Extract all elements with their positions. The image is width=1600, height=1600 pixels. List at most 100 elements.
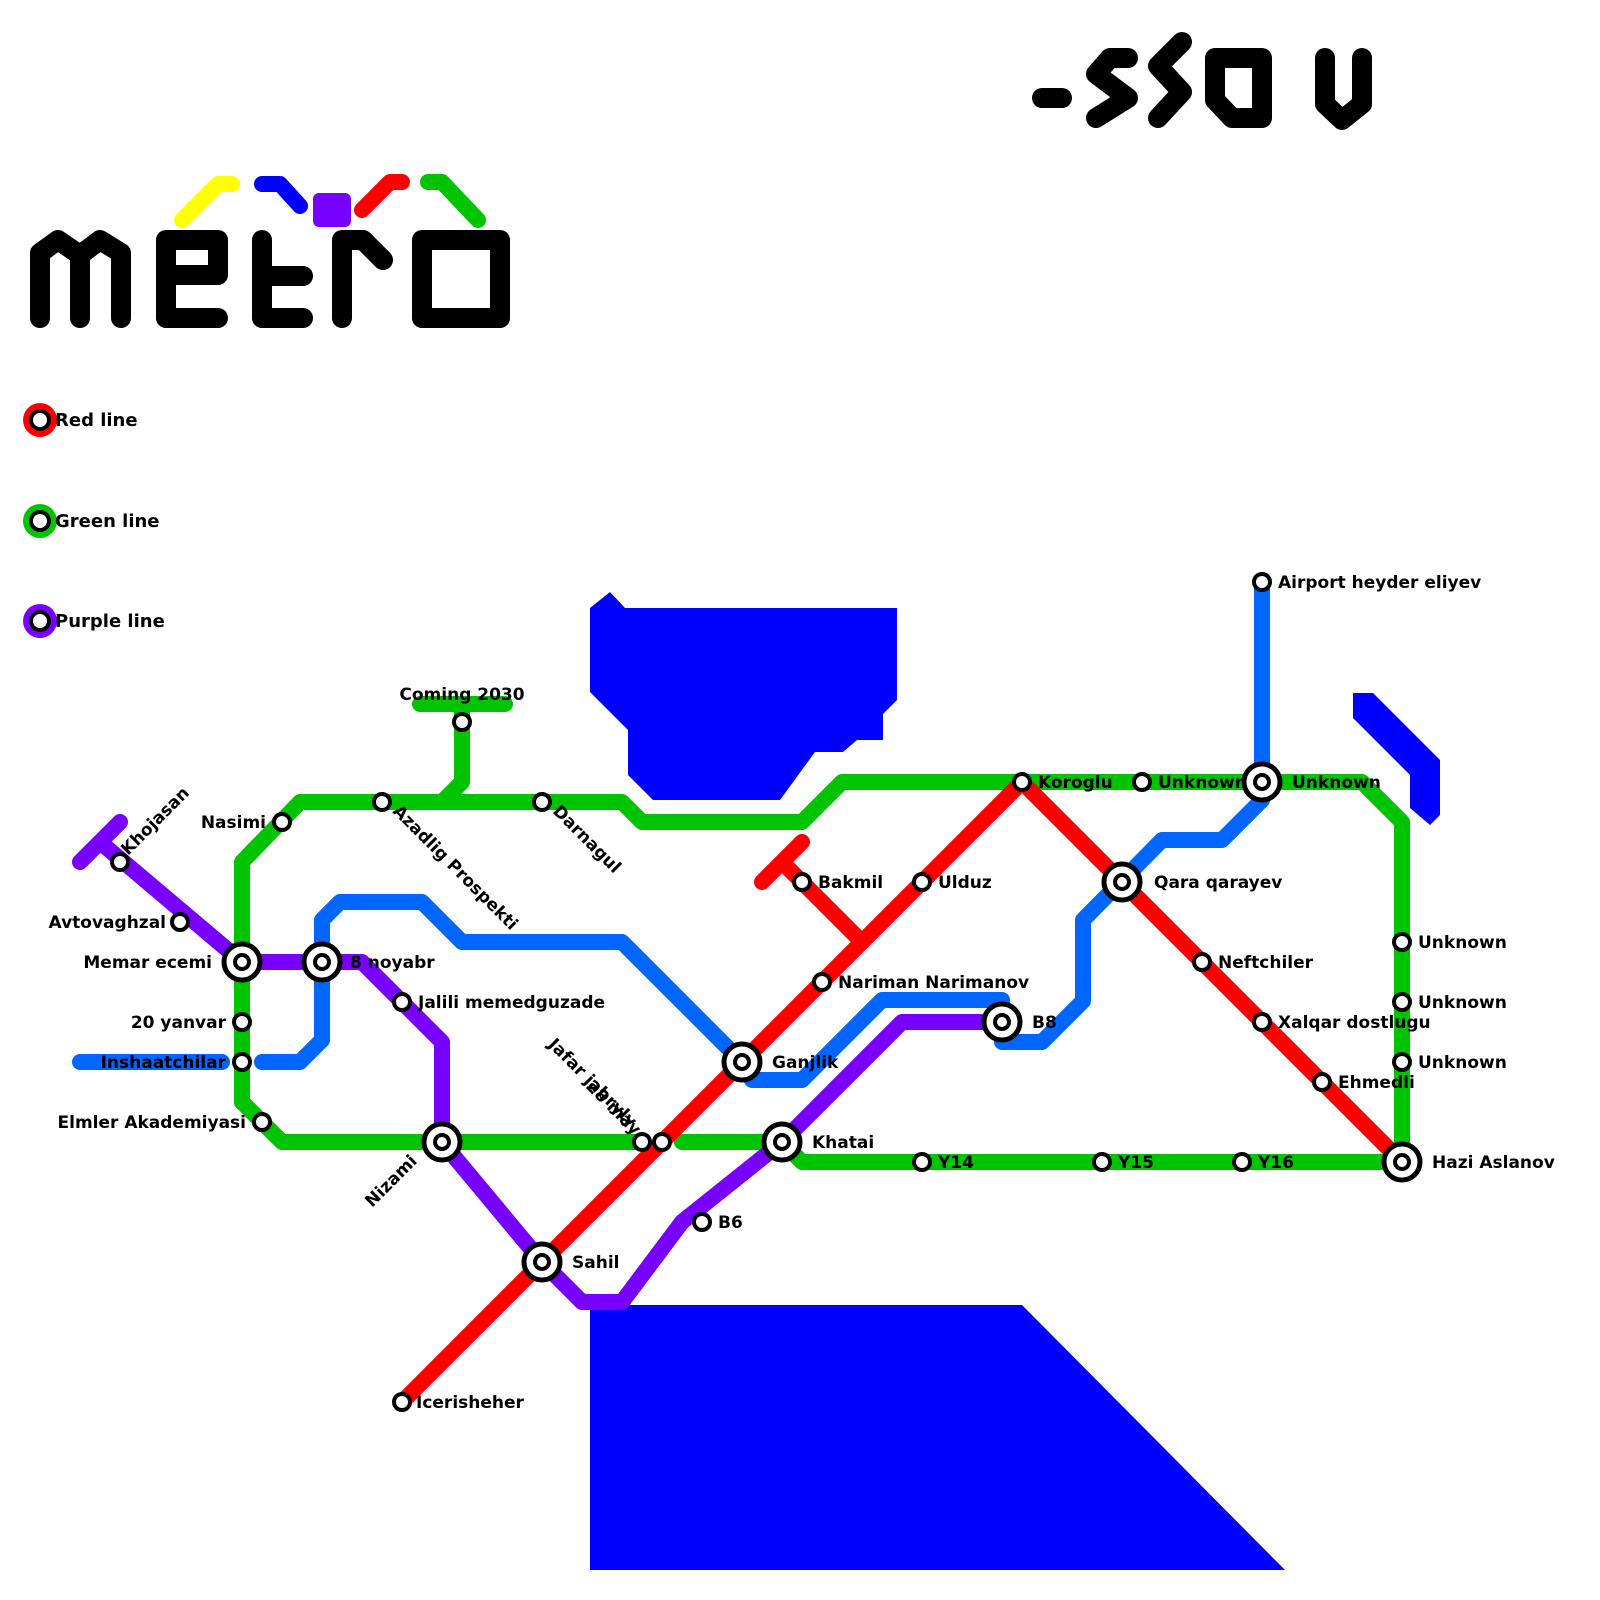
logo-crown-purple: [313, 193, 351, 227]
logo-letter-o: [412, 230, 510, 328]
green-line-main: [234, 774, 1410, 1170]
station-label: Darnagul: [548, 801, 624, 877]
station-bakmil[interactable]: Bakmil: [792, 872, 883, 893]
station-unknown-a[interactable]: Unknown: [1132, 772, 1247, 793]
station-coming[interactable]: Coming 2030: [399, 685, 525, 732]
station-y14[interactable]: Y14: [912, 1152, 974, 1173]
station-ganjlik[interactable]: Ganjlik: [721, 1041, 839, 1083]
legend-red-marker-ring: [29, 409, 51, 431]
station-label: B8: [1032, 1013, 1057, 1033]
station-label: Koroglu: [1038, 773, 1113, 793]
station-label: Sahil: [572, 1253, 619, 1273]
station-label: Elmler Akademiyasi: [58, 1113, 247, 1133]
station-label: Qara qarayev: [1154, 873, 1282, 893]
station-marker: [1012, 772, 1032, 792]
station-marker: [632, 1132, 652, 1152]
station-nasimi[interactable]: Nasimi: [201, 812, 292, 833]
station-hazi[interactable]: Hazi Aslanov: [1381, 1141, 1555, 1183]
station-marker: [1192, 952, 1212, 972]
station-unknown-e[interactable]: Unknown: [1392, 1052, 1507, 1073]
station-label: Neftchiler: [1218, 953, 1314, 973]
station-unknown-c[interactable]: Unknown: [1392, 932, 1507, 953]
station-avtovaghzal[interactable]: Avtovaghzal: [49, 912, 190, 933]
interchange-marker-core: [233, 953, 251, 971]
station-sahil[interactable]: Sahil: [521, 1241, 619, 1283]
station-label: Azadlig Prospekti: [388, 801, 521, 934]
station-label: Ganjlik: [772, 1053, 839, 1073]
station-azadlig[interactable]: Azadlig Prospekti: [372, 792, 521, 934]
station-noyabr-8[interactable]: 8 noyabr: [301, 941, 435, 983]
station-marker: [792, 872, 812, 892]
city-logo-u: [1315, 48, 1372, 130]
station-marker: [912, 1152, 932, 1172]
legend-purple-label: Purple line: [55, 611, 165, 632]
station-label: Airport heyder eliyev: [1278, 573, 1481, 593]
station-marker: [1392, 932, 1412, 952]
interchange-marker-core: [533, 1253, 551, 1271]
station-marker: [912, 872, 932, 892]
water-sea-south: [590, 1305, 1285, 1570]
station-marker: [1392, 1052, 1412, 1072]
station-xalqar[interactable]: Xalqar dostlugu: [1252, 1012, 1431, 1033]
station-khatai[interactable]: Khatai: [761, 1121, 874, 1163]
station-yanvar-20[interactable]: 20 yanvar: [131, 1012, 252, 1033]
station-label: Bakmil: [818, 873, 883, 893]
interchange-marker-core: [1393, 1153, 1411, 1171]
logo-letter-e: [156, 230, 228, 328]
station-marker: [1392, 992, 1412, 1012]
station-label: Inshaatchilar: [101, 1053, 227, 1073]
station-label: Avtovaghzal: [49, 913, 166, 933]
station-y16[interactable]: Y16: [1232, 1152, 1294, 1173]
station-neftchiler[interactable]: Neftchiler: [1192, 952, 1314, 973]
interchange-marker-core: [433, 1133, 451, 1151]
station-nariman[interactable]: Nariman Narimanov: [812, 972, 1029, 993]
water-strip-east: [1353, 693, 1440, 825]
interchange-marker-core: [733, 1053, 751, 1071]
station-icerisheher[interactable]: Icerisheher: [392, 1392, 525, 1413]
legend-item-red: Red line: [23, 403, 138, 437]
station-marker: [170, 912, 190, 932]
logo-letter-r: [332, 230, 393, 328]
legend-item-purple: Purple line: [23, 604, 165, 638]
metro-logo: [30, 174, 510, 328]
station-marker: [812, 972, 832, 992]
legend: Red line Green line Purple line: [23, 403, 165, 638]
station-label: Xalqar dostlugu: [1278, 1013, 1431, 1033]
station-ulduz[interactable]: Ulduz: [912, 872, 992, 893]
station-label: Nariman Narimanov: [838, 973, 1029, 993]
station-marker: [392, 1392, 412, 1412]
station-label: Icerisheher: [416, 1393, 525, 1413]
city-logo: [1032, 32, 1372, 130]
station-marker: [110, 852, 130, 872]
station-koroglu[interactable]: Koroglu: [1012, 772, 1113, 793]
station-label: Nasimi: [201, 813, 266, 833]
station-ehmedli[interactable]: Ehmedli: [1312, 1072, 1415, 1093]
station-airport[interactable]: Airport heyder eliyev: [1252, 572, 1481, 593]
station-marker: [532, 792, 552, 812]
station-marker: [1252, 1012, 1272, 1032]
city-logo-a: [1148, 32, 1192, 128]
station-qara[interactable]: Qara qarayev: [1101, 861, 1282, 903]
station-memar-ecemi[interactable]: Memar ecemi: [83, 941, 263, 983]
station-unknown-b[interactable]: Unknown: [1241, 761, 1381, 803]
station-label: Nizami: [361, 1151, 421, 1211]
logo-crown-green: [420, 174, 486, 228]
station-label: Ulduz: [938, 873, 992, 893]
station-inshaatchilar[interactable]: Inshaatchilar: [101, 1052, 252, 1073]
station-label: Khatai: [812, 1133, 874, 1153]
legend-green-marker-ring: [29, 510, 51, 532]
interchange-marker-core: [1253, 773, 1271, 791]
station-b6[interactable]: B6: [692, 1212, 743, 1233]
station-marker: [1092, 1152, 1112, 1172]
station-b8[interactable]: B8: [981, 1001, 1057, 1043]
station-label: B6: [718, 1213, 743, 1233]
station-jalili[interactable]: Jalili memedguzade: [392, 992, 605, 1013]
station-y15[interactable]: Y15: [1092, 1152, 1154, 1173]
station-label: Y14: [937, 1153, 974, 1173]
interchange-marker-core: [1113, 873, 1131, 891]
station-elmler[interactable]: Elmler Akademiyasi: [58, 1112, 272, 1133]
station-label: Khojasan: [117, 783, 193, 859]
station-label: 20 yanvar: [131, 1013, 227, 1033]
station-marker: [252, 1112, 272, 1132]
station-unknown-d[interactable]: Unknown: [1392, 992, 1507, 1013]
